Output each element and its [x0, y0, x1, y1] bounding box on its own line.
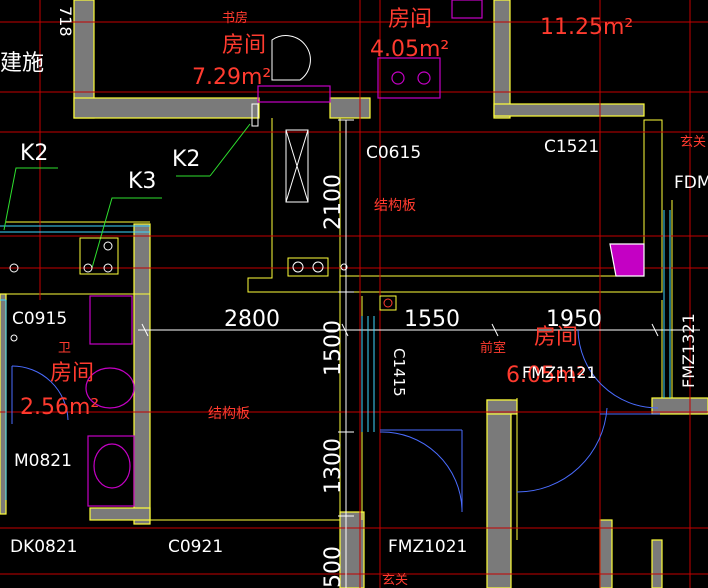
label-c1415: C1415	[390, 348, 408, 397]
bath-basin-cabinet	[89, 295, 133, 345]
wall-top-far-right	[493, 103, 645, 117]
text-labels: 718 建施 书房 房间 7.29m² 房间 4.05m² 11.25m² K2…	[0, 6, 708, 588]
doors	[11, 329, 660, 512]
label-study-area: 7.29m²	[192, 65, 271, 90]
dim-1950: 1950	[546, 307, 602, 332]
dim-1300: 1300	[321, 438, 346, 494]
label-k2-right: K2	[172, 147, 200, 172]
label-study-small: 书房	[222, 10, 248, 26]
wall-bath-right	[133, 223, 151, 525]
windows	[0, 210, 671, 500]
label-c0915: C0915	[12, 309, 67, 329]
label-kitchen-name: 房间	[388, 7, 432, 32]
label-m0821: M0821	[14, 451, 72, 471]
label-bath-name: 房间	[50, 361, 94, 386]
dim-500: 500	[321, 546, 346, 588]
wall-top-right-vertical	[493, 0, 511, 119]
label-c0615: C0615	[366, 143, 421, 163]
label-hall-name: 房间	[534, 325, 578, 350]
dimension-lines	[138, 119, 700, 588]
label-jiegouban-top: 结构板	[374, 198, 416, 214]
label-top-left-number: 718	[56, 6, 75, 37]
label-k3: K3	[128, 169, 156, 194]
equipment	[9, 35, 397, 342]
kitchen-sink	[377, 57, 441, 99]
label-topright-area: 11.25m²	[540, 15, 633, 40]
label-k2-left: K2	[20, 141, 48, 166]
label-dk0821: DK0821	[10, 537, 78, 557]
fixtures	[85, 0, 645, 507]
label-c0921: C0921	[168, 537, 223, 557]
label-top-left-cn: 建施	[0, 51, 44, 76]
dim-2800: 2800	[224, 307, 280, 332]
wall-right-column-b	[651, 539, 663, 588]
study-bench	[257, 85, 331, 103]
label-bath-area: 2.56m²	[20, 395, 99, 420]
label-study-name: 房间	[222, 33, 266, 58]
label-wei-small: 卫	[58, 341, 71, 356]
wall-bath-bottom	[89, 507, 151, 521]
label-c1521: C1521	[544, 137, 599, 157]
dim-1500: 1500	[321, 320, 346, 376]
wall-top-left-horizontal	[73, 97, 260, 119]
label-jiegouban-mid: 结构板	[208, 406, 250, 422]
label-fmz1121: FMZ1121	[522, 363, 597, 382]
tr-fixture	[451, 0, 483, 19]
label-qianshi: 前室	[480, 340, 506, 356]
label-fmz1321: FMZ1321	[679, 313, 698, 388]
label-xuanguan-bottom: 玄关	[382, 573, 408, 588]
wall-stair-left	[486, 399, 512, 588]
leader-lines	[3, 123, 251, 269]
label-fmz1021: FMZ1021	[388, 537, 467, 557]
wall-right-hall	[651, 397, 708, 415]
dim-1550: 1550	[404, 307, 460, 332]
wall-top-mid-horizontal	[329, 97, 371, 119]
dim-2100: 2100	[321, 174, 346, 230]
label-fdm: FDM	[674, 173, 708, 193]
label-kitchen-area: 4.05m²	[370, 37, 449, 62]
wall-right-column	[599, 519, 613, 588]
wall-left-bath	[0, 293, 7, 515]
bath-vanity	[87, 435, 135, 507]
label-xuanguan-top: 玄关	[680, 135, 706, 150]
label-hall-area: 6.05m²	[506, 363, 585, 388]
